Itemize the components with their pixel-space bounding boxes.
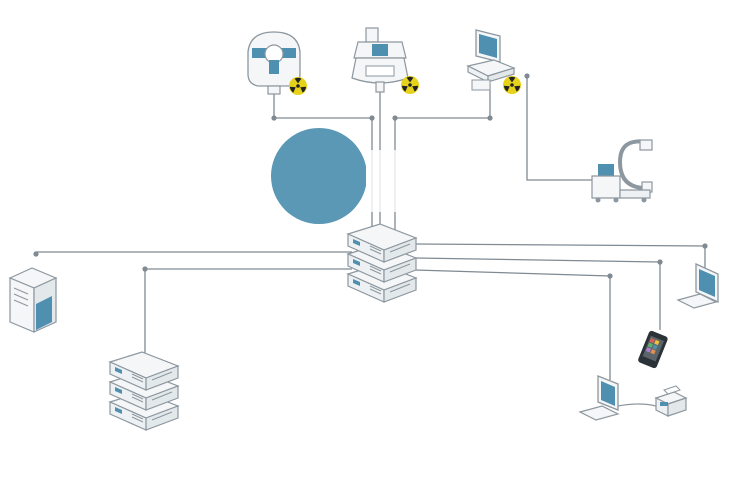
radiation-icon	[401, 76, 419, 94]
radiation-icon	[289, 77, 307, 95]
c-arm-icon	[591, 139, 653, 203]
smartphone-icon	[638, 330, 668, 369]
link-storage-rack	[144, 268, 352, 370]
ct-scanner-icon	[247, 31, 307, 95]
imaging-workstation-icon	[466, 29, 521, 94]
link-smartphone	[414, 257, 661, 330]
server-rack-icon	[347, 223, 417, 303]
x-ray-machine-icon	[351, 27, 419, 94]
radiation-icon	[503, 76, 521, 94]
link-printer-station	[414, 269, 611, 380]
storage-rack-icon	[109, 351, 179, 431]
link-tower-server	[35, 251, 352, 254]
central-hub-circle	[271, 128, 516, 224]
link-c-arm	[526, 76, 596, 181]
monitor-icon	[676, 262, 719, 309]
link-monitor	[414, 243, 706, 268]
workstation-printer-icon	[578, 375, 688, 421]
tower-server-icon	[8, 267, 58, 333]
line-endpoints	[33, 73, 708, 279]
